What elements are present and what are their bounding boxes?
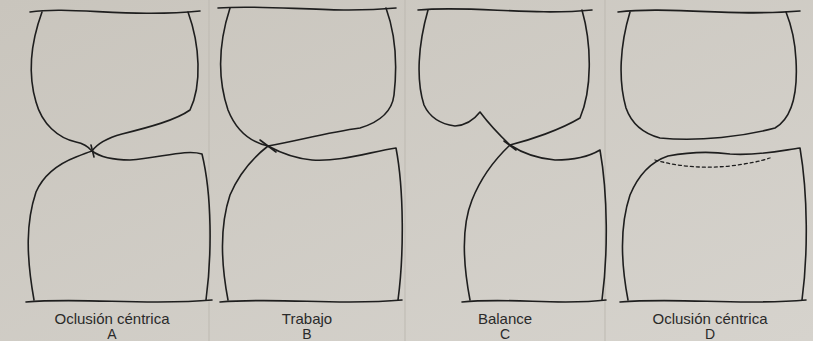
- upper-tooth: [31, 12, 198, 151]
- lower-tooth: [28, 151, 210, 300]
- upper-crown-edge: [218, 7, 396, 10]
- lower-crown-edge: [462, 300, 606, 302]
- panel-letter: B: [302, 327, 311, 341]
- panel-divider: [209, 0, 210, 341]
- panel-caption: Oclusión céntrica: [652, 311, 767, 326]
- lower-tooth: [622, 148, 806, 300]
- panel-d-teeth: [618, 10, 806, 302]
- lower-tooth: [222, 146, 402, 300]
- panel-caption: Oclusión céntrica: [54, 311, 169, 326]
- panel-a-teeth: [26, 10, 212, 302]
- panel-caption: Balance: [478, 311, 532, 326]
- upper-crown-edge: [618, 10, 800, 13]
- upper-crown-edge: [418, 9, 592, 12]
- contact-mark: [504, 141, 516, 150]
- lower-crown-edge: [220, 300, 402, 302]
- panel-c-teeth: [418, 9, 606, 302]
- contact-mark: [91, 145, 94, 157]
- contact-mark: [260, 140, 276, 152]
- panel-letter: D: [705, 327, 715, 341]
- panel-caption: Trabajo: [282, 311, 332, 326]
- lower-crown-edge: [620, 300, 806, 302]
- panel-divider: [605, 0, 606, 341]
- upper-tooth: [621, 12, 796, 139]
- upper-tooth: [419, 10, 589, 145]
- upper-tooth: [221, 8, 396, 146]
- panel-letter: C: [500, 327, 510, 341]
- lower-crown-edge: [26, 300, 212, 302]
- upper-crown-edge: [30, 10, 200, 13]
- panel-letter: A: [107, 327, 116, 341]
- panel-b-teeth: [218, 7, 402, 302]
- panel-divider: [405, 0, 406, 341]
- wear-dotted-line: [655, 158, 770, 167]
- lower-tooth: [464, 145, 606, 300]
